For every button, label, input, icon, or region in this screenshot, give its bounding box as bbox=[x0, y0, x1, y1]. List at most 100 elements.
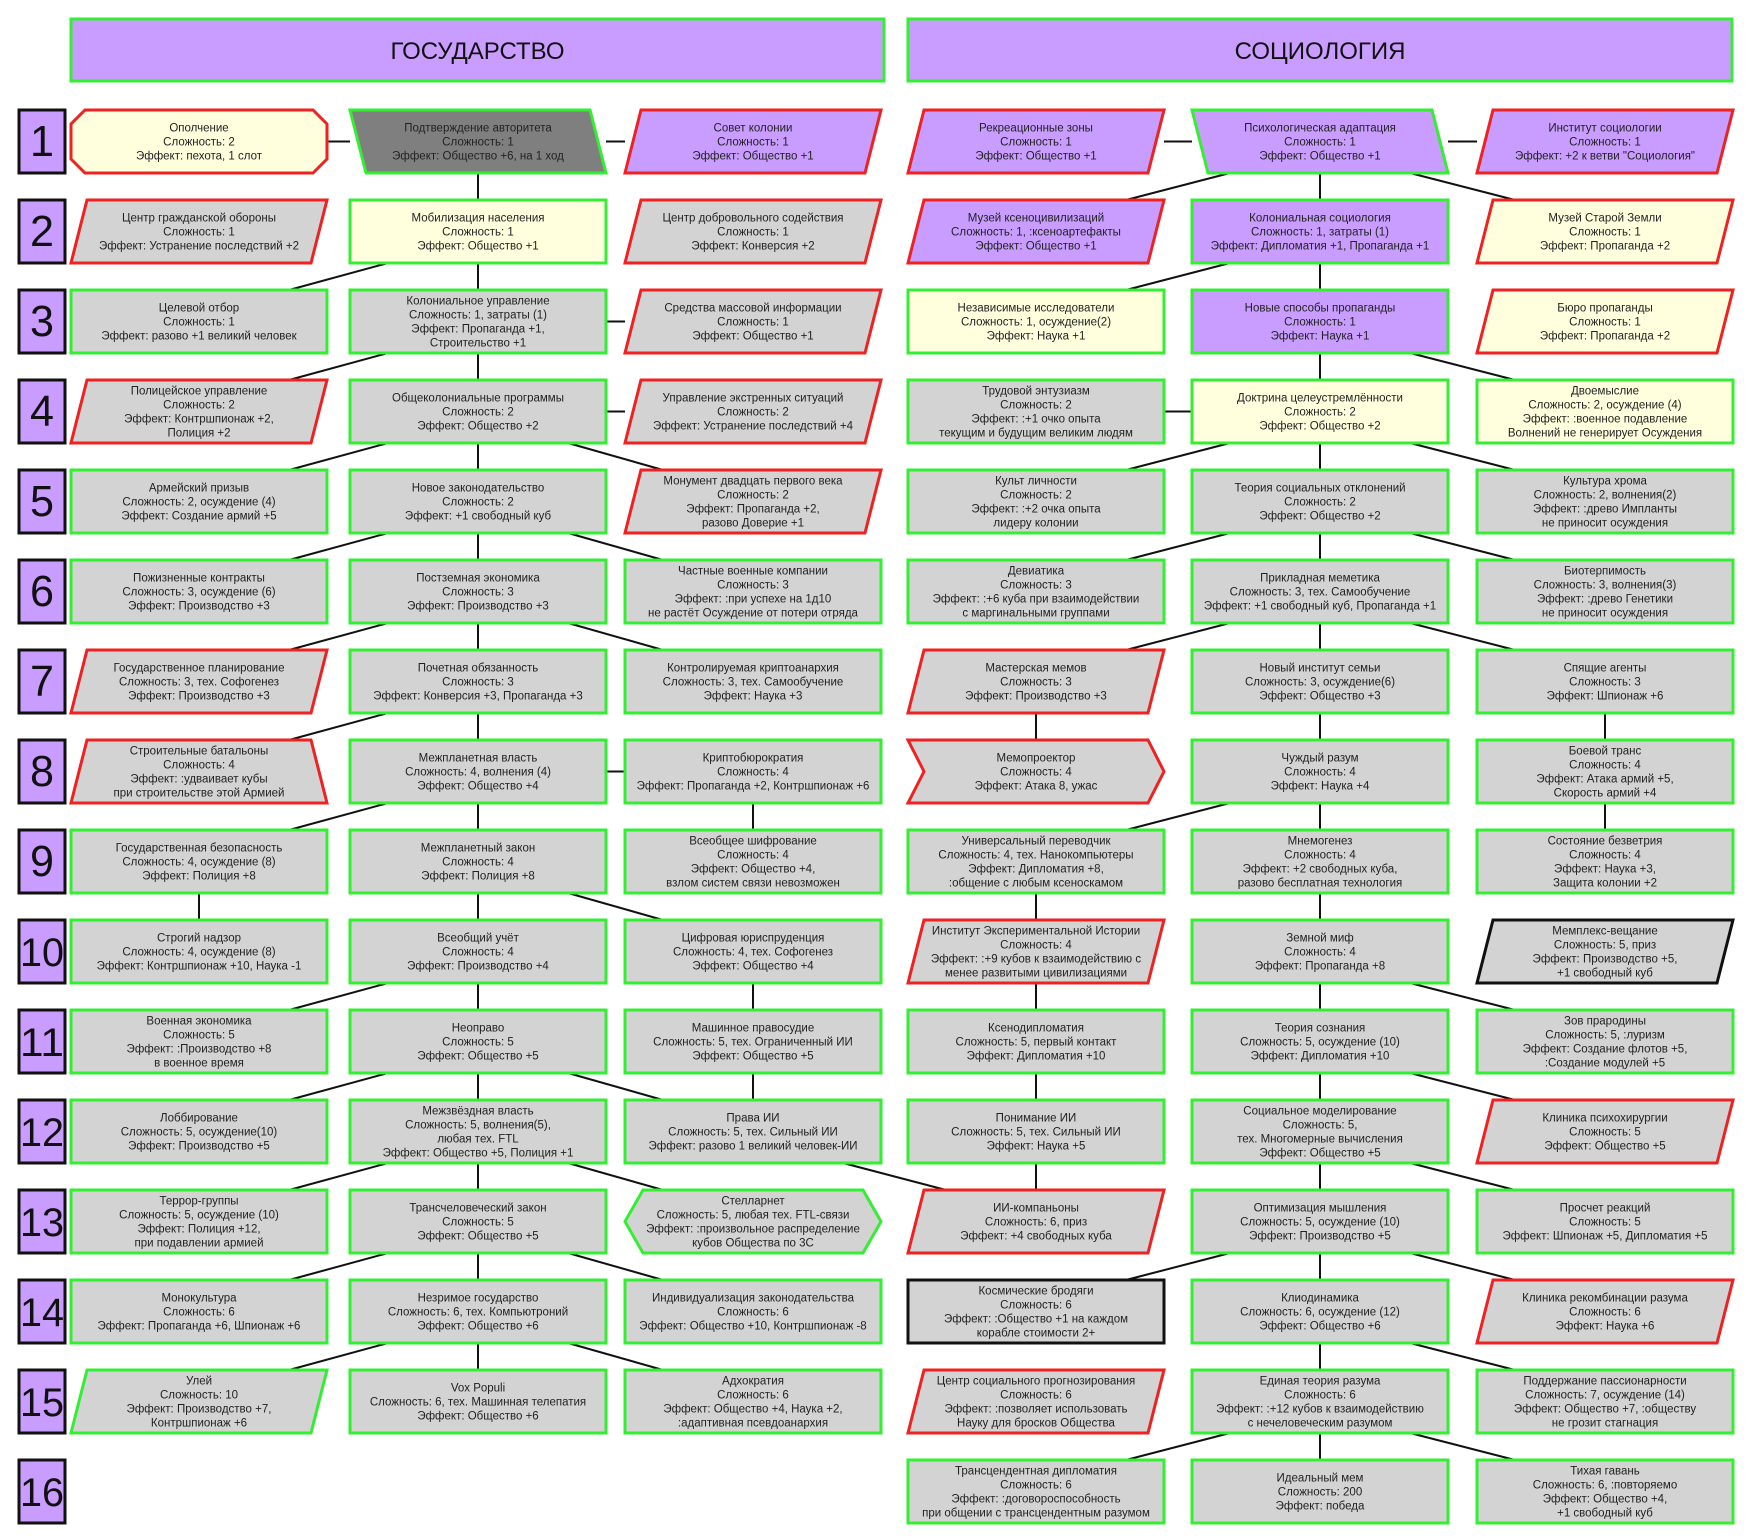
node-detail: Сложность: 6 bbox=[163, 1307, 235, 1319]
edge-c8b-c9a bbox=[1125, 802, 1231, 831]
tech-node-s4c[interactable]: Управление экстренных ситуацийСложность:… bbox=[623, 378, 883, 445]
tech-node-s5c[interactable]: Монумент двадцать первого векаСложность:… bbox=[623, 468, 883, 535]
tech-node-s14c[interactable]: Индивидуализация законодательстваСложнос… bbox=[623, 1278, 883, 1345]
node-shape bbox=[1190, 738, 1450, 805]
node-shape bbox=[623, 468, 883, 535]
tech-node-c10a[interactable]: Институт Экспериментальной ИсторииСложно… bbox=[906, 918, 1166, 985]
tech-node-c15a[interactable]: Центр социального прогнозированияСложнос… bbox=[906, 1368, 1166, 1435]
node-title: Средства массовой информации bbox=[664, 303, 841, 315]
tech-node-s2c[interactable]: Центр добровольного содействияСложность:… bbox=[623, 198, 883, 265]
node-shape bbox=[69, 1008, 329, 1075]
tier-label: 3 bbox=[30, 297, 54, 346]
